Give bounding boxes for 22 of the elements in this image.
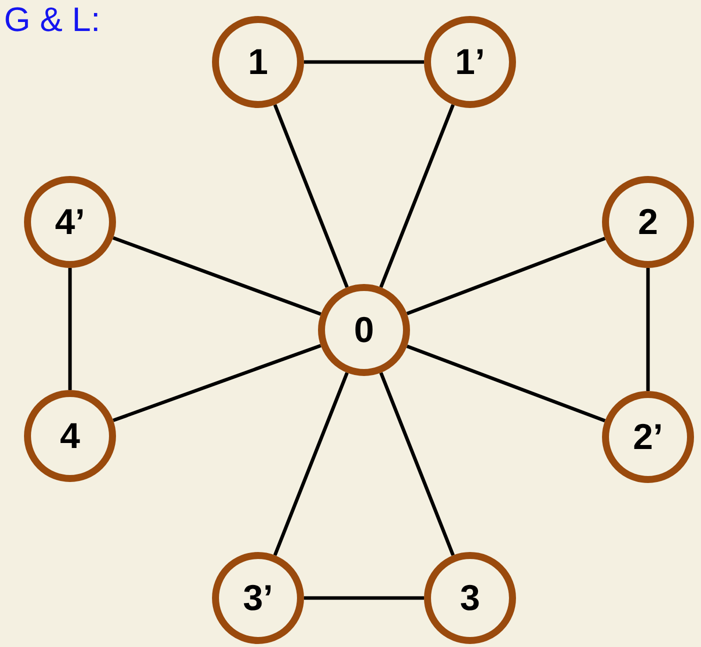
vertex-label: 2’ <box>632 419 664 455</box>
connector-line <box>112 344 322 422</box>
vertex-label: 1 <box>248 44 268 80</box>
vertex-label: 3’ <box>242 580 274 616</box>
connector-line <box>273 104 349 288</box>
connector-line <box>646 268 650 391</box>
vertex-label: 3 <box>460 580 480 616</box>
vertex-label: 0 <box>354 312 374 348</box>
connector-line <box>379 104 455 288</box>
diagram-heading: G & L: <box>4 0 100 40</box>
connector-line <box>304 596 424 600</box>
connector-line <box>304 60 424 64</box>
connector-line <box>112 236 322 316</box>
connector-line <box>406 236 606 316</box>
connector-line <box>68 268 72 390</box>
vertex-label: 4’ <box>54 204 86 240</box>
connector-line <box>379 372 455 556</box>
vertex-label: 4 <box>60 418 80 454</box>
connector-line <box>406 344 606 422</box>
vertex-label: 1’ <box>454 44 486 80</box>
connector-line <box>273 372 349 556</box>
vertex-label: 2 <box>638 204 658 240</box>
